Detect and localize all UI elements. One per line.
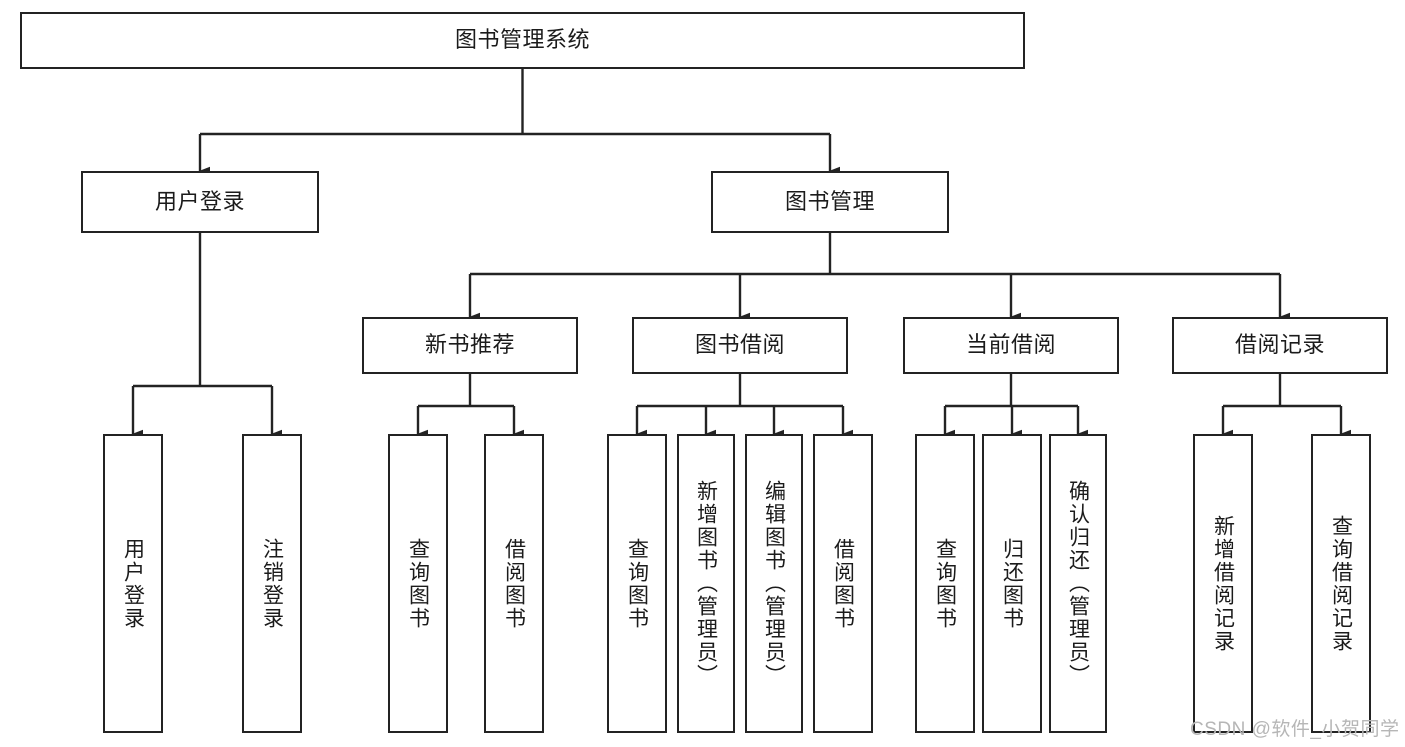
node-leaf-cur-confirm: 确认归还（管理员） bbox=[1049, 434, 1107, 733]
node-label: 查询图书 bbox=[933, 537, 957, 630]
node-label: 图书借阅 bbox=[694, 332, 785, 358]
node-login: 用户登录 bbox=[81, 171, 319, 233]
node-current: 当前借阅 bbox=[903, 317, 1119, 374]
node-leaf-rec-borrow: 借阅图书 bbox=[484, 434, 544, 733]
node-label: 查询图书 bbox=[406, 537, 430, 630]
node-records: 借阅记录 bbox=[1172, 317, 1388, 374]
node-leaf-user-login: 用户登录 bbox=[103, 434, 163, 733]
node-recommend: 新书推荐 bbox=[362, 317, 578, 374]
node-label: 新增图书（管理员） bbox=[694, 480, 718, 687]
node-label: 新增借阅记录 bbox=[1211, 514, 1235, 653]
node-label: 用户登录 bbox=[154, 188, 245, 214]
node-label: 当前借阅 bbox=[965, 332, 1056, 358]
node-label: 查询图书 bbox=[625, 537, 649, 630]
node-leaf-rec-query: 查询图书 bbox=[388, 434, 448, 733]
node-label: 图书管理系统 bbox=[454, 27, 590, 53]
node-label: 编辑图书（管理员） bbox=[762, 480, 786, 687]
node-label: 借阅图书 bbox=[502, 537, 526, 630]
node-leaf-borrow-edit: 编辑图书（管理员） bbox=[745, 434, 803, 733]
node-borrow: 图书借阅 bbox=[632, 317, 848, 374]
node-label: 查询借阅记录 bbox=[1329, 514, 1353, 653]
node-label: 图书管理 bbox=[784, 188, 875, 214]
node-label: 确认归还（管理员） bbox=[1066, 480, 1090, 687]
node-label: 借阅图书 bbox=[831, 537, 855, 630]
node-leaf-user-logout: 注销登录 bbox=[242, 434, 302, 733]
node-label: 借阅记录 bbox=[1234, 332, 1325, 358]
node-leaf-rec-add: 新增借阅记录 bbox=[1193, 434, 1253, 733]
node-leaf-borrow-lend: 借阅图书 bbox=[813, 434, 873, 733]
node-leaf-borrow-add: 新增图书（管理员） bbox=[677, 434, 735, 733]
node-bookmgmt: 图书管理 bbox=[711, 171, 949, 233]
node-root: 图书管理系统 bbox=[20, 12, 1025, 69]
node-leaf-cur-return: 归还图书 bbox=[982, 434, 1042, 733]
node-leaf-rec-query2: 查询借阅记录 bbox=[1311, 434, 1371, 733]
node-label: 新书推荐 bbox=[424, 332, 515, 358]
node-leaf-borrow-query: 查询图书 bbox=[607, 434, 667, 733]
node-label: 归还图书 bbox=[1000, 537, 1024, 630]
node-label: 注销登录 bbox=[260, 537, 284, 630]
node-label: 用户登录 bbox=[121, 537, 145, 630]
node-leaf-cur-query: 查询图书 bbox=[915, 434, 975, 733]
